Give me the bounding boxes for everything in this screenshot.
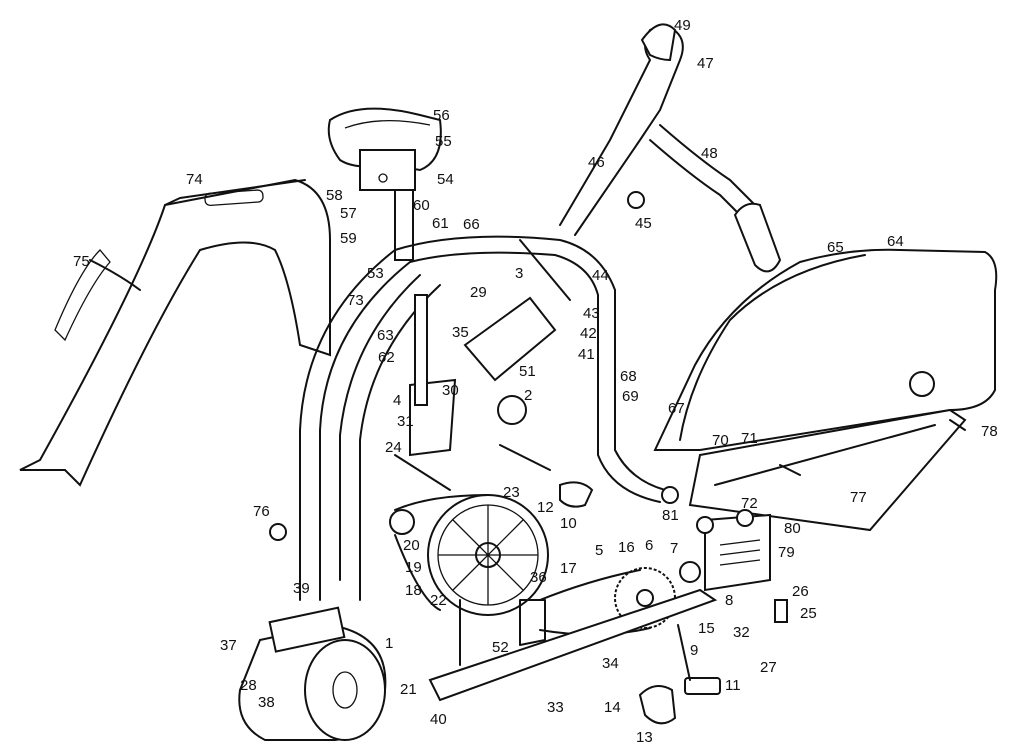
part-label-11: 11 [725,677,741,694]
part-label-8: 8 [725,592,733,609]
part-label-38: 38 [258,694,275,711]
part-label-3: 3 [515,265,523,282]
side-cover [653,248,998,532]
part-label-13: 13 [636,729,653,746]
part-label-9: 9 [690,642,698,659]
part-label-30: 30 [442,382,459,399]
part-label-74: 74 [186,171,203,188]
part-label-64: 64 [887,233,904,250]
part-label-27: 27 [760,659,777,676]
part-label-39: 39 [293,580,310,597]
part-label-79: 79 [778,544,795,561]
part-label-56: 56 [433,107,450,124]
part-label-75: 75 [73,253,90,270]
part-label-19: 19 [405,559,422,576]
part-label-6: 6 [645,537,653,554]
part-label-40: 40 [430,711,447,728]
part-label-63: 63 [377,327,394,344]
part-label-69: 69 [622,388,639,405]
part-label-58: 58 [326,187,343,204]
part-label-7: 7 [670,540,678,557]
roller-drum [238,606,387,741]
part-label-36: 36 [530,569,547,586]
part-label-1: 1 [385,635,393,652]
part-label-54: 54 [437,171,454,188]
part-label-14: 14 [604,699,621,716]
drive-pulley [389,494,549,616]
part-label-81: 81 [662,507,679,524]
part-label-45: 45 [635,215,652,232]
part-label-18: 18 [405,582,422,599]
part-label-51: 51 [519,363,536,380]
part-label-48: 48 [701,145,718,162]
part-label-62: 62 [378,349,395,366]
part-label-5: 5 [595,542,603,559]
part-label-20: 20 [403,537,420,554]
part-label-2: 2 [524,387,532,404]
part-label-61: 61 [432,215,449,232]
part-label-53: 53 [367,265,384,282]
part-label-57: 57 [340,205,357,222]
part-label-71: 71 [741,430,758,447]
part-label-35: 35 [452,324,469,341]
part-label-29: 29 [470,284,487,301]
engine-box [696,509,771,592]
part-label-52: 52 [492,639,509,656]
part-label-23: 23 [503,484,520,501]
part-label-22: 22 [430,592,447,609]
part-label-24: 24 [385,439,402,456]
part-label-37: 37 [220,637,237,654]
part-label-34: 34 [602,655,619,672]
part-label-12: 12 [537,499,554,516]
part-label-76: 76 [253,503,270,520]
part-label-16: 16 [618,539,635,556]
part-label-47: 47 [697,55,714,72]
part-label-41: 41 [578,346,595,363]
part-label-78: 78 [981,423,998,440]
part-label-26: 26 [792,583,809,600]
part-label-66: 66 [463,216,480,233]
part-label-68: 68 [620,368,637,385]
part-label-70: 70 [712,432,729,449]
part-label-77: 77 [850,489,867,506]
part-label-55: 55 [435,133,452,150]
part-label-28: 28 [240,677,257,694]
part-label-73: 73 [347,292,364,309]
part-label-44: 44 [592,267,609,284]
part-label-80: 80 [784,520,801,537]
small-parts [559,481,788,725]
part-label-4: 4 [393,392,401,409]
part-label-65: 65 [827,239,844,256]
part-label-17: 17 [560,560,577,577]
part-label-59: 59 [340,230,357,247]
part-label-49: 49 [674,17,691,34]
rear-fender [19,178,331,487]
part-label-67: 67 [668,400,685,417]
fasteners [269,419,966,541]
part-label-31: 31 [397,413,414,430]
part-label-42: 42 [580,325,597,342]
part-label-60: 60 [413,197,430,214]
part-label-46: 46 [588,154,605,171]
part-label-33: 33 [547,699,564,716]
seat-assembly [327,107,442,261]
part-label-72: 72 [741,495,758,512]
handlebar [559,23,782,273]
part-label-15: 15 [698,620,715,637]
part-label-43: 43 [583,305,600,322]
chassis-rail [428,588,718,702]
control-mechanism [394,239,571,491]
part-label-32: 32 [733,624,750,641]
part-label-21: 21 [400,681,417,698]
part-label-25: 25 [800,605,817,622]
part-label-10: 10 [560,515,577,532]
